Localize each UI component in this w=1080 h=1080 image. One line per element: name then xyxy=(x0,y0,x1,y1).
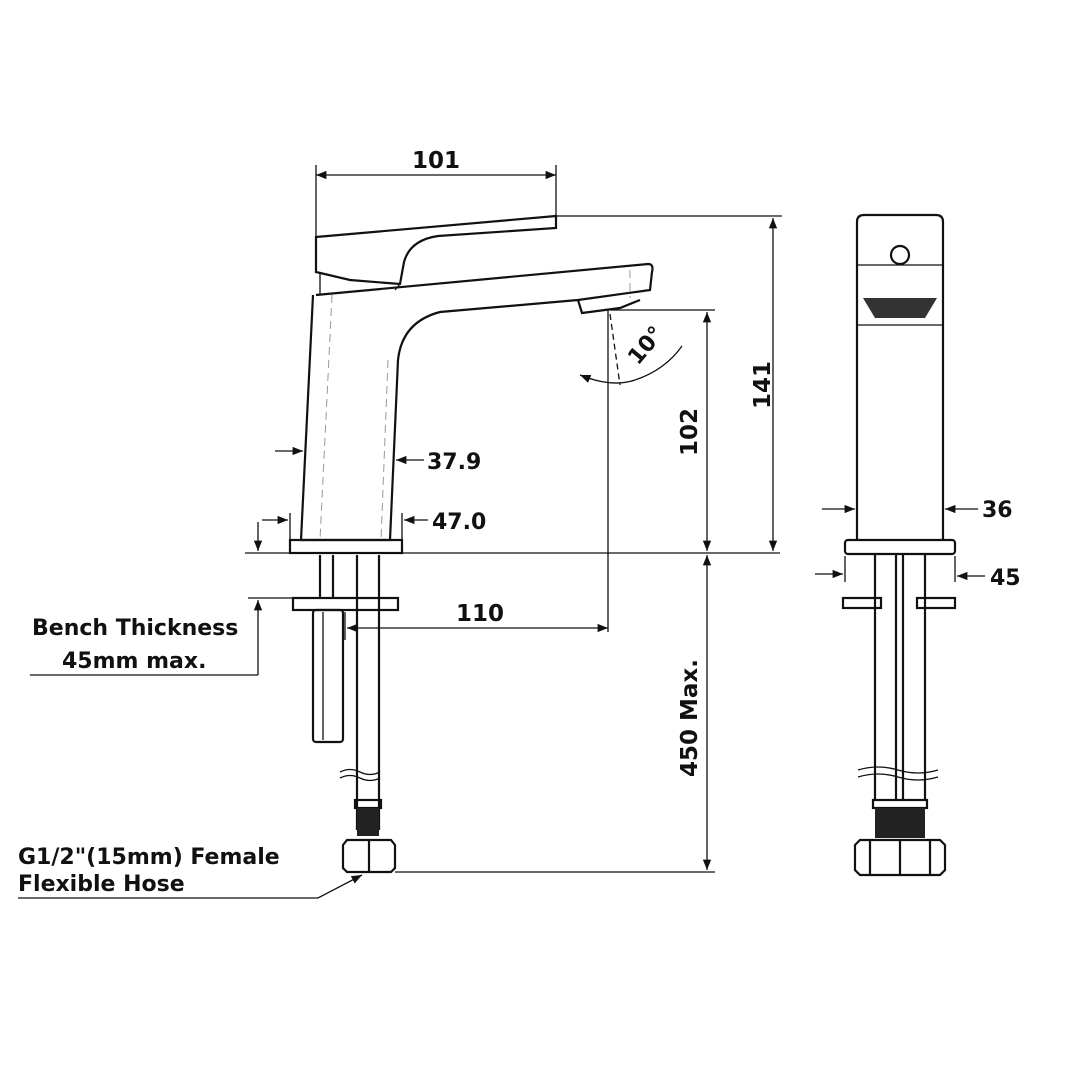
aerator xyxy=(576,298,641,315)
hose-type-label: Flexible Hose xyxy=(18,872,185,897)
lever-handle xyxy=(314,214,558,286)
mounting-shank xyxy=(311,608,345,744)
base-plate xyxy=(288,538,404,555)
dim-45: 45 xyxy=(990,566,1021,591)
side-elevation xyxy=(18,165,782,899)
end-elevation xyxy=(815,213,985,877)
bench-thickness-label: Bench Thickness xyxy=(32,616,238,641)
hose-nut xyxy=(341,838,397,874)
bench-thickness-value: 45mm max. xyxy=(62,649,206,674)
dim-37-9: 37.9 xyxy=(427,450,481,475)
dim-101: 101 xyxy=(412,148,460,174)
hose-spec-label: G1/2"(15mm) Female xyxy=(18,845,280,870)
mounting-washer xyxy=(291,596,400,612)
dim-141: 141 xyxy=(750,361,776,409)
tap-body xyxy=(299,262,654,542)
dim-110: 110 xyxy=(456,601,504,627)
dim-36: 36 xyxy=(982,498,1013,523)
end-aerator xyxy=(863,298,937,318)
dim-450-max: 450 Max. xyxy=(677,659,703,777)
end-body xyxy=(855,213,945,540)
end-hose-nuts xyxy=(853,838,947,877)
dim-47-0: 47.0 xyxy=(432,510,486,535)
dim-102: 102 xyxy=(677,408,703,456)
dim-10-degrees: 10° xyxy=(623,322,669,370)
